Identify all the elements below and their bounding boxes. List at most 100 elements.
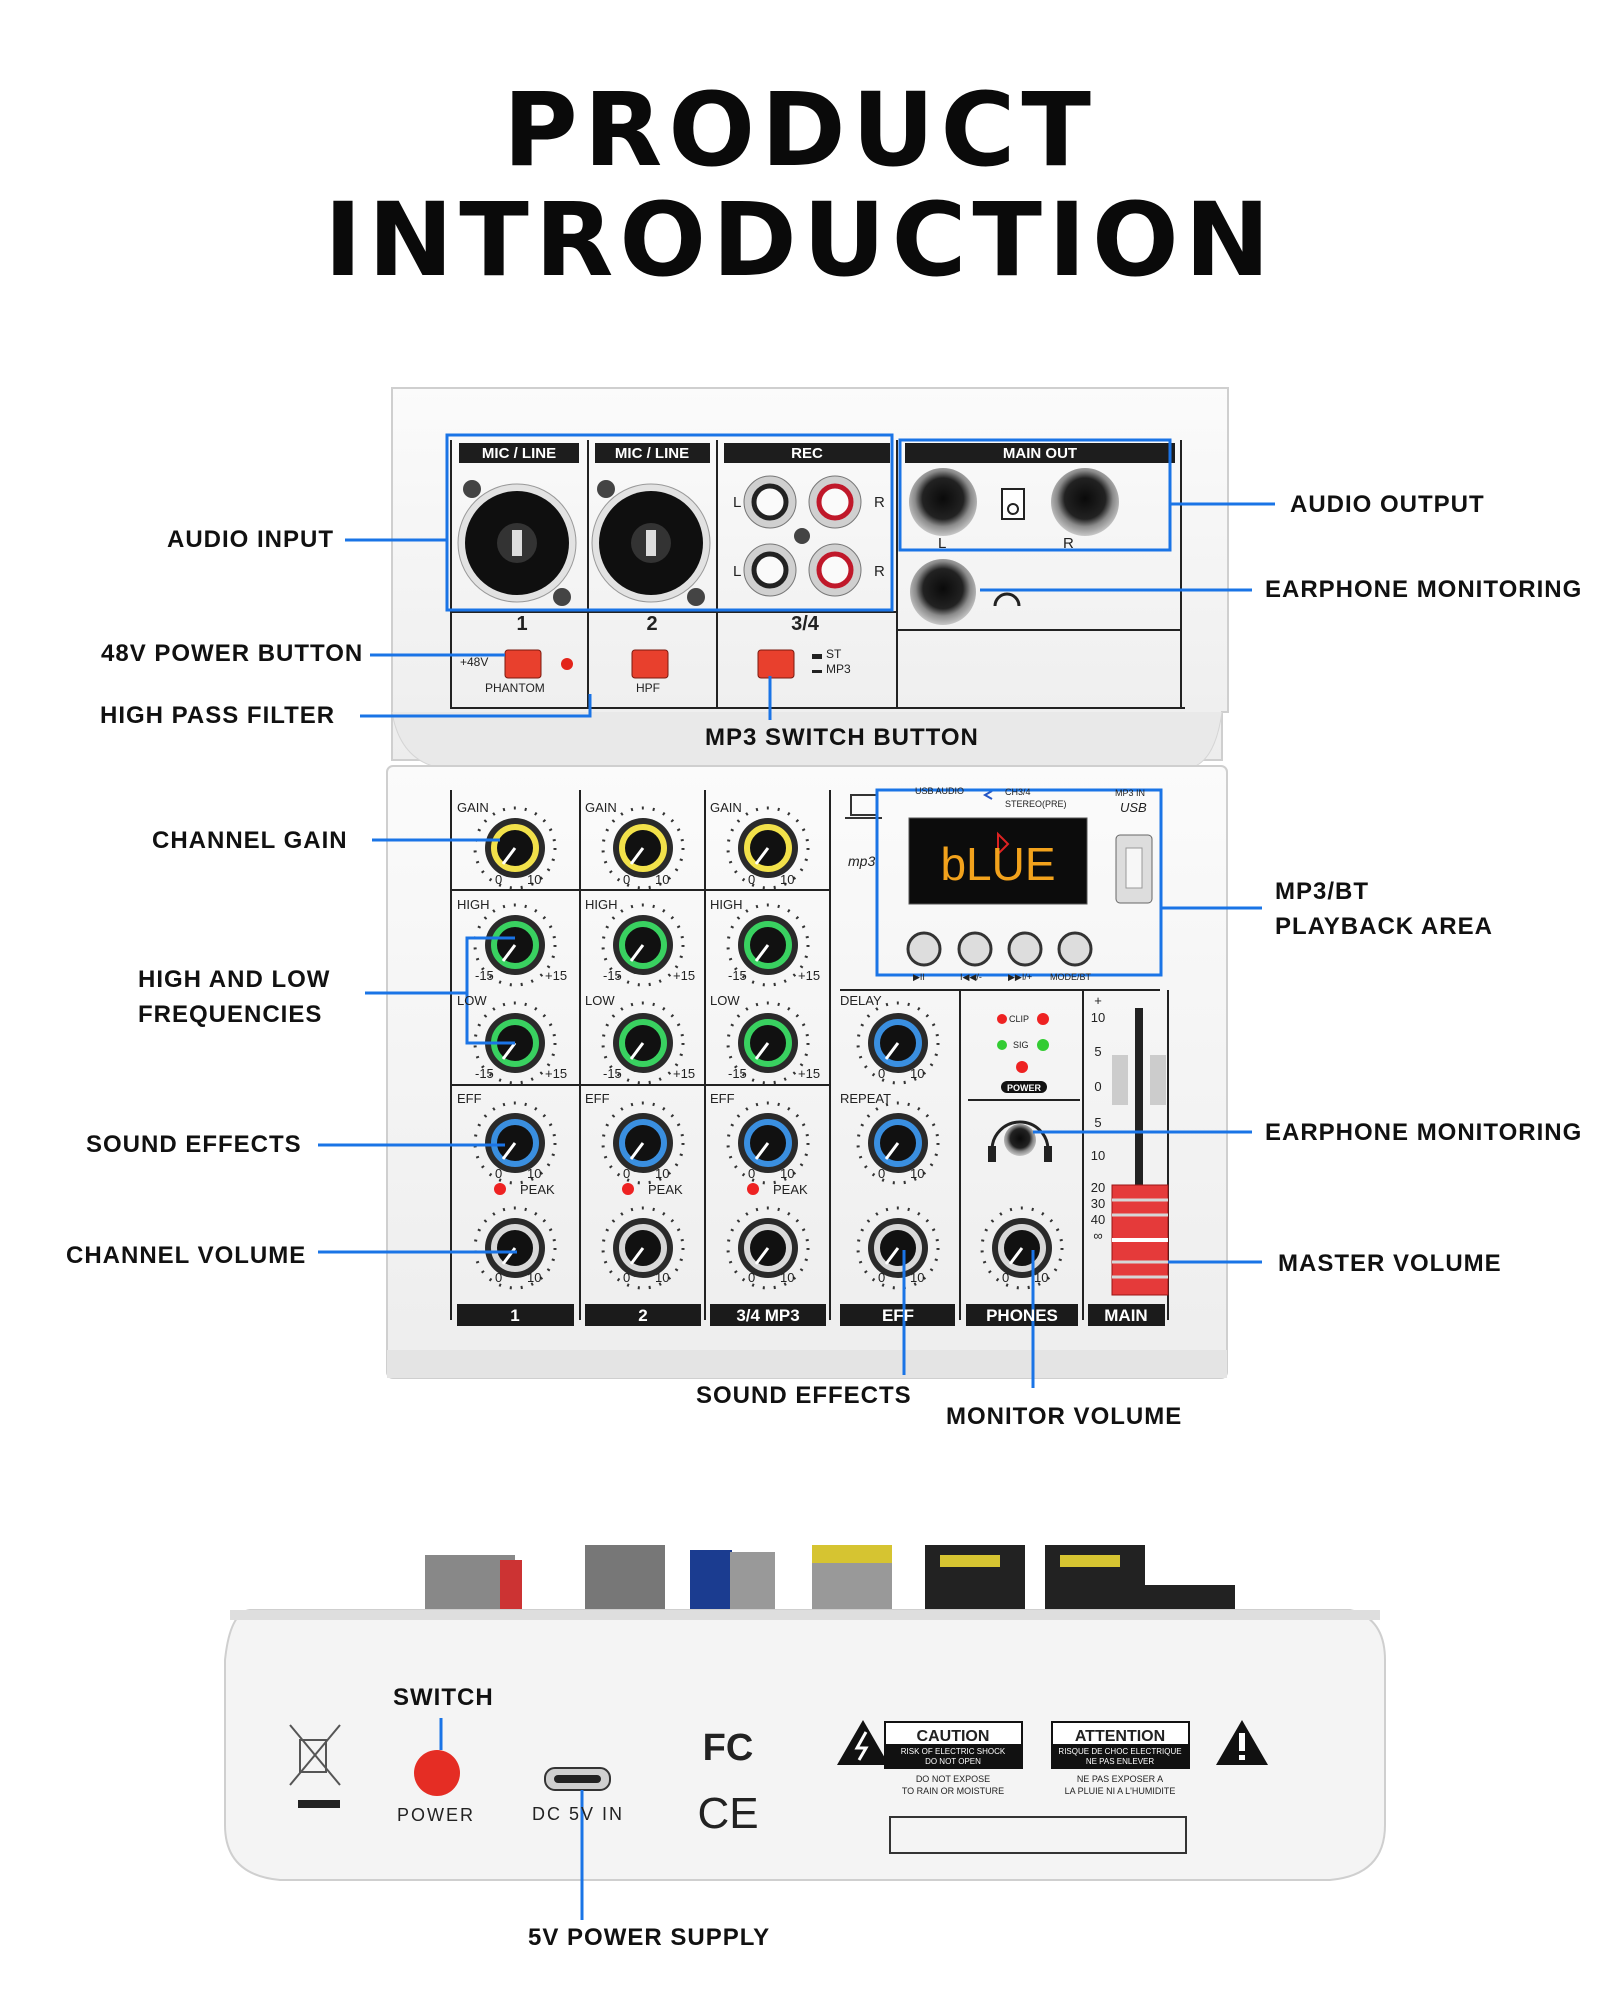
peak-label-1: PEAK (520, 1182, 555, 1197)
transport-buttons[interactable] (906, 931, 1093, 967)
eff-max-2: 10 (655, 1166, 669, 1181)
volume-knob-3[interactable] (726, 1206, 810, 1290)
high-knob-1[interactable] (473, 903, 557, 987)
caution-title: CAUTION (917, 1728, 990, 1745)
channel-label-2: 2 (646, 613, 657, 635)
callout-mp3bt-2: PLAYBACK AREA (1275, 913, 1493, 940)
btn-prev-label: I◀◀/- (960, 972, 982, 982)
rear-power-button[interactable] (414, 1750, 460, 1796)
eff-min-1: 0 (495, 1166, 502, 1181)
high-min-1: -15 (475, 968, 494, 983)
low-label-2: LOW (585, 993, 615, 1008)
usb-audio-label: USB AUDIO (915, 786, 964, 796)
rec-label: REC (791, 445, 823, 462)
callout-high-low-1: HIGH AND LOW (138, 966, 331, 993)
main-out-jacks[interactable] (909, 468, 1119, 625)
callout-earphone-mid: EARPHONE MONITORING (1265, 1119, 1583, 1146)
vol-min-3: 0 (748, 1270, 755, 1285)
hpf-button[interactable] (631, 649, 669, 679)
caution-sub-2: DO NOT OPEN (925, 1757, 981, 1766)
gain-knob-2[interactable] (601, 806, 685, 890)
low-knob-3[interactable] (726, 1001, 810, 1085)
gain-max-3: 10 (780, 872, 794, 887)
peak-led-1 (494, 1183, 506, 1195)
vol-max-3: 10 (780, 1270, 794, 1285)
attention-title: ATTENTION (1075, 1728, 1165, 1745)
low-knob-2[interactable] (601, 1001, 685, 1085)
attention-note-1: NE PAS EXPOSER A (1077, 1774, 1163, 1784)
strip-label-2: 2 (638, 1306, 647, 1325)
callout-audio-output: AUDIO OUTPUT (1290, 491, 1485, 518)
delay-max: 10 (910, 1066, 924, 1081)
gain-label-3: GAIN (710, 800, 742, 815)
gain-knob-1[interactable] (473, 806, 557, 890)
volume-knob-1[interactable] (473, 1206, 557, 1290)
usb-label: USB (1120, 800, 1147, 815)
volume-knob-2[interactable] (601, 1206, 685, 1290)
fader-scale-mark: 40 (1091, 1212, 1105, 1227)
high-max-1: +15 (545, 968, 567, 983)
mp3-switch-button[interactable] (757, 649, 795, 679)
eff-min-3: 0 (748, 1166, 755, 1181)
callout-switch: SWITCH (393, 1684, 494, 1711)
eff-knob-2[interactable] (601, 1101, 685, 1185)
peak-led-2 (622, 1183, 634, 1195)
callout-48v-power: 48V POWER BUTTON (101, 640, 364, 667)
gain-knob-3[interactable] (726, 806, 810, 890)
high-min-2: -15 (603, 968, 622, 983)
repeat-max: 10 (910, 1166, 924, 1181)
high-label-1: HIGH (457, 897, 490, 912)
repeat-min: 0 (878, 1166, 885, 1181)
xlr-jack-1[interactable] (457, 480, 577, 606)
rec-l-bottom: L (733, 563, 741, 580)
repeat-knob[interactable] (856, 1101, 940, 1185)
strip-label-phones: PHONES (986, 1306, 1058, 1325)
vol-max-1: 10 (527, 1270, 541, 1285)
gain-min-2: 0 (623, 872, 630, 887)
eff-label-2: EFF (585, 1091, 610, 1106)
channel-label-34: 3/4 (791, 613, 820, 635)
phantom-button[interactable] (504, 649, 542, 679)
fader-scale-mark: 20 (1091, 1180, 1105, 1195)
high-knob-2[interactable] (601, 903, 685, 987)
delay-knob[interactable] (856, 1001, 940, 1085)
eff-knob-1[interactable] (473, 1101, 557, 1185)
callout-sound-effects-left: SOUND EFFECTS (86, 1131, 302, 1158)
eff-label-1: EFF (457, 1091, 482, 1106)
rca-jacks[interactable] (743, 475, 862, 597)
master-fader[interactable] (1111, 1008, 1169, 1296)
repeat-label: REPEAT (840, 1091, 891, 1106)
high-label-3: HIGH (710, 897, 743, 912)
eff-label-3: EFF (710, 1091, 735, 1106)
callout-master-volume: MASTER VOLUME (1278, 1250, 1502, 1277)
fc-mark: FC (703, 1727, 754, 1769)
strip-label-eff: EFF (882, 1306, 914, 1325)
ce-mark: CE (697, 1789, 758, 1838)
plus48v-label: +48V (460, 655, 488, 669)
xlr-jack-2[interactable] (591, 480, 711, 606)
low-label-3: LOW (710, 993, 740, 1008)
btn-next-label: ▶▶I/+ (1008, 972, 1032, 982)
low-min-2: -15 (603, 1066, 622, 1081)
attention-sub-2: NE PAS ENLEVER (1086, 1757, 1155, 1766)
high-knob-3[interactable] (726, 903, 810, 987)
caution-note-1: DO NOT EXPOSE (916, 1774, 990, 1784)
vol-max-2: 10 (655, 1270, 669, 1285)
mixer-rear-view (224, 1545, 1386, 1920)
eff-knob-3[interactable] (726, 1101, 810, 1185)
mp3-label: MP3 (826, 662, 851, 676)
main-out-label: MAIN OUT (1003, 445, 1077, 462)
phones-jack[interactable] (1004, 1124, 1036, 1156)
fader-scale-mark: 5 (1094, 1115, 1101, 1130)
low-max-1: +15 (545, 1066, 567, 1081)
eff-master-knob[interactable] (856, 1206, 940, 1290)
gain-max-2: 10 (655, 872, 669, 887)
callout-high-low-2: FREQUENCIES (138, 1001, 323, 1028)
attention-sub-1: RISQUE DE CHOC ELECTRIQUE (1058, 1747, 1181, 1756)
fader-scale-mark: ∞ (1093, 1228, 1102, 1243)
peak-label-2: PEAK (648, 1182, 683, 1197)
callout-earphone-top: EARPHONE MONITORING (1265, 576, 1583, 603)
callout-high-pass: HIGH PASS FILTER (100, 702, 336, 729)
mp3-logo: mp3 (848, 853, 875, 869)
